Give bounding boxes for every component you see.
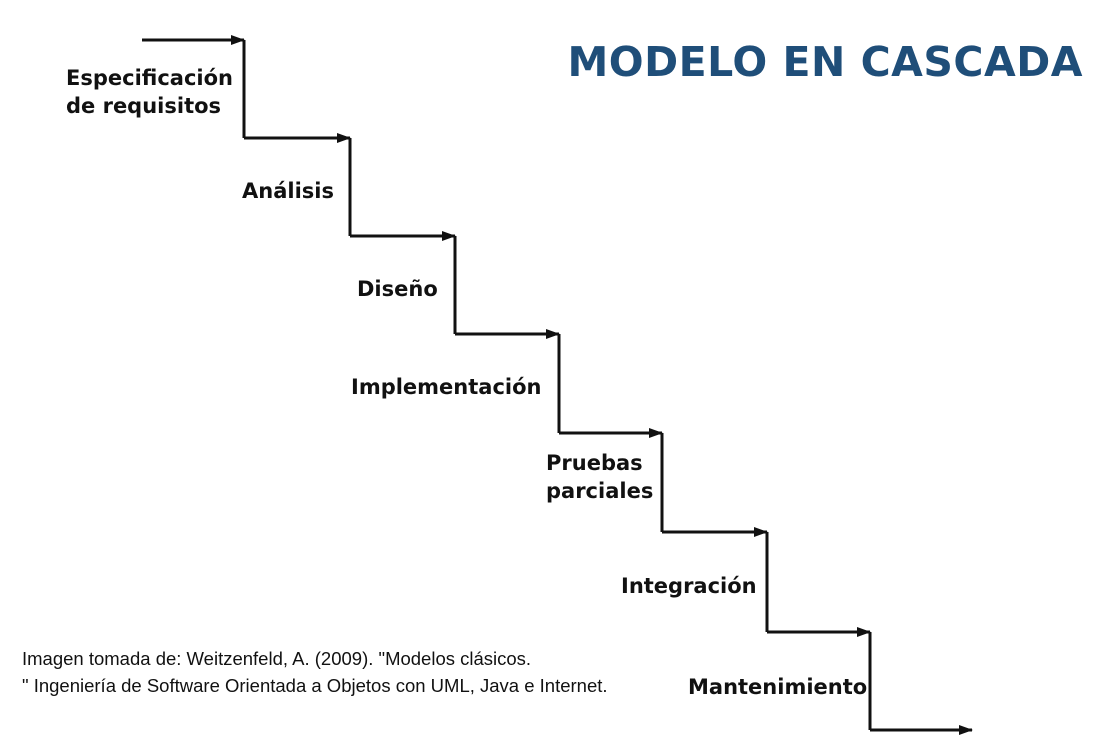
stage-label-line: de requisitos <box>66 94 221 118</box>
credit-line-2: " Ingeniería de Software Orientada a Obj… <box>22 675 608 696</box>
stage-label-line: Implementación <box>351 375 541 399</box>
diagram-title: MODELO EN CASCADA <box>567 38 1083 86</box>
stage-label-line: Análisis <box>242 179 334 203</box>
stage-label-6: Integración <box>621 574 757 598</box>
image-credit: Imagen tomada de: Weitzenfeld, A. (2009)… <box>22 645 608 699</box>
stage-label-3: Diseño <box>357 277 438 301</box>
stage-label-5: Pruebas parciales <box>546 451 653 503</box>
stage-label-line: Integración <box>621 574 757 598</box>
stage-label-line: Especificación <box>66 66 233 90</box>
stage-label-2: Análisis <box>242 179 334 203</box>
stage-label-1: Especificación de requisitos <box>66 66 233 118</box>
stage-label-7: Mantenimiento <box>688 675 867 699</box>
stage-label-4: Implementación <box>351 375 541 399</box>
stage-label-line: parciales <box>546 479 653 503</box>
stage-label-line: Pruebas <box>546 451 643 475</box>
stage-label-line: Diseño <box>357 277 438 301</box>
credit-line-1: Imagen tomada de: Weitzenfeld, A. (2009)… <box>22 648 532 669</box>
stage-label-line: Mantenimiento <box>688 675 867 699</box>
